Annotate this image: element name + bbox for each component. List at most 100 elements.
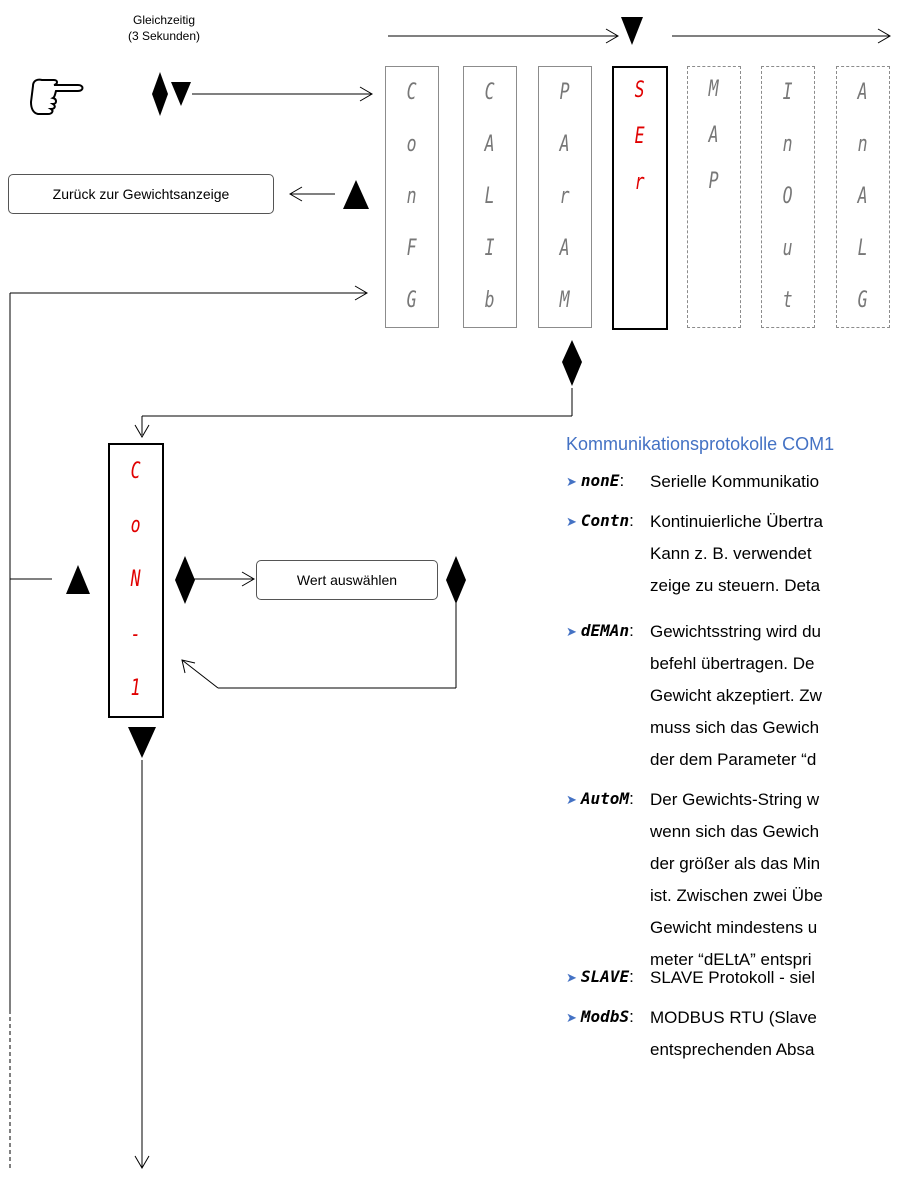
down-key-icon bbox=[128, 727, 156, 758]
segment-char: I bbox=[783, 80, 793, 105]
simultaneous-note: Gleichzeitig (3 Sekunden) bbox=[104, 12, 224, 44]
segment-char: C bbox=[407, 80, 417, 105]
segment-char: P bbox=[709, 169, 719, 194]
protocol-description-line: MODBUS RTU (Slave bbox=[650, 1008, 817, 1027]
segment-char: r bbox=[635, 170, 645, 195]
select-value-button[interactable]: Wert auswählen bbox=[256, 560, 438, 600]
protocol-item-modbs: ➤ModbS: bbox=[566, 1002, 634, 1033]
segment-char: P bbox=[560, 80, 570, 105]
protocol-description-line: wenn sich das Gewich bbox=[650, 822, 820, 841]
protocol-description-line: der größer als das Min bbox=[650, 854, 821, 873]
protocol-description-line: SLAVE Protokoll - siel bbox=[650, 968, 816, 987]
segment-char: O bbox=[783, 184, 793, 209]
segment-char: S bbox=[635, 78, 645, 103]
segment-char: M bbox=[709, 77, 719, 102]
protocol-description-line: Serielle Kommunikatio bbox=[650, 472, 820, 491]
protocol-description-line: der dem Parameter “d bbox=[650, 750, 817, 769]
protocol-description-line: Gewicht mindestens u bbox=[650, 918, 818, 937]
protocol-description-line: Kontinuierliche Übertra bbox=[650, 512, 823, 531]
diamond-key-icon bbox=[152, 72, 168, 116]
colon: : bbox=[629, 511, 634, 530]
segment-char: o bbox=[407, 132, 417, 157]
protocol-description-line: Kann z. B. verwendet bbox=[650, 544, 812, 563]
segment-char: C bbox=[485, 80, 495, 105]
protocol-item-deman: ➤dEMAn: bbox=[566, 616, 634, 647]
segment-char: M bbox=[560, 288, 570, 313]
down-key-icon bbox=[621, 17, 643, 45]
segment-char: G bbox=[858, 288, 868, 313]
colon: : bbox=[629, 789, 634, 808]
segment-char: A bbox=[485, 132, 495, 157]
segment-char: A bbox=[858, 184, 868, 209]
colon: : bbox=[629, 621, 634, 640]
bullet-arrow-icon: ➤ bbox=[566, 514, 577, 529]
protocol-description-line: zeige zu steuern. Deta bbox=[650, 576, 821, 595]
segment-char: C bbox=[131, 459, 141, 485]
segment-char: A bbox=[709, 123, 719, 148]
segment-char: - bbox=[131, 621, 141, 647]
colon: : bbox=[629, 967, 634, 986]
protocol-item-none: ➤nonE: bbox=[566, 466, 624, 497]
colon: : bbox=[629, 1007, 634, 1026]
segment-char: r bbox=[560, 184, 570, 209]
segment-char: b bbox=[485, 288, 495, 313]
protocol-description-line: ist. Zwischen zwei Übe bbox=[650, 886, 823, 905]
pointing-hand-icon bbox=[29, 78, 84, 115]
diamond-key-icon bbox=[175, 556, 195, 604]
diamond-key-icon bbox=[446, 556, 466, 604]
segment-char: o bbox=[131, 513, 141, 539]
segment-char: L bbox=[858, 236, 868, 261]
segment-char: A bbox=[560, 132, 570, 157]
diamond-key-icon bbox=[562, 340, 582, 386]
segment-char: n bbox=[407, 184, 417, 209]
protocol-description-line: Gewicht akzeptiert. Zw bbox=[650, 686, 822, 705]
protocol-key: nonE bbox=[580, 471, 620, 490]
segment-char: F bbox=[407, 236, 417, 261]
segment-char: u bbox=[783, 236, 793, 261]
back-to-weight-display-button[interactable]: Zurück zur Gewichtsanzeige bbox=[8, 174, 274, 214]
protocol-description-line: meter “dELtA” entspri bbox=[650, 950, 812, 969]
bullet-arrow-icon: ➤ bbox=[566, 624, 577, 639]
protocol-item-slave: ➤SLAVE: bbox=[566, 962, 634, 993]
segment-char: A bbox=[858, 80, 868, 105]
protocol-key: ModbS bbox=[580, 1007, 630, 1026]
up-key-icon bbox=[66, 565, 90, 594]
protocol-key: SLAVE bbox=[580, 967, 630, 986]
segment-char: n bbox=[783, 132, 793, 157]
segment-char: N bbox=[131, 567, 141, 593]
segment-char: 1 bbox=[131, 675, 141, 701]
note-line-1: Gleichzeitig bbox=[132, 13, 196, 27]
protocol-description-line: Gewichtsstring wird du bbox=[650, 622, 822, 641]
note-line-2: (3 Sekunden) bbox=[127, 29, 201, 43]
colon: : bbox=[619, 471, 625, 490]
up-key-icon bbox=[343, 180, 369, 209]
protocol-key: AutoM bbox=[580, 789, 630, 808]
bullet-arrow-icon: ➤ bbox=[566, 970, 577, 985]
segment-char: t bbox=[783, 288, 793, 313]
protocol-key: dEMAn bbox=[580, 621, 630, 640]
protocol-key: Contn bbox=[580, 511, 630, 530]
select-value-label: Wert auswählen bbox=[296, 572, 398, 588]
segment-char: L bbox=[485, 184, 495, 209]
protocol-description-line: befehl übertragen. De bbox=[650, 654, 815, 673]
protocol-item-contn: ➤Contn: bbox=[566, 506, 634, 537]
protocol-description-line: entsprechenden Absa bbox=[650, 1040, 815, 1059]
down-key-icon bbox=[171, 82, 191, 106]
segment-char: A bbox=[560, 236, 570, 261]
protocol-item-autom: ➤AutoM: bbox=[566, 784, 634, 815]
segment-char: I bbox=[485, 236, 495, 261]
bullet-arrow-icon: ➤ bbox=[566, 792, 577, 807]
segment-char: n bbox=[858, 132, 868, 157]
segment-char: E bbox=[635, 124, 645, 149]
protocol-description-line: Der Gewichts-String w bbox=[650, 790, 820, 809]
protocol-description-line: muss sich das Gewich bbox=[650, 718, 820, 737]
